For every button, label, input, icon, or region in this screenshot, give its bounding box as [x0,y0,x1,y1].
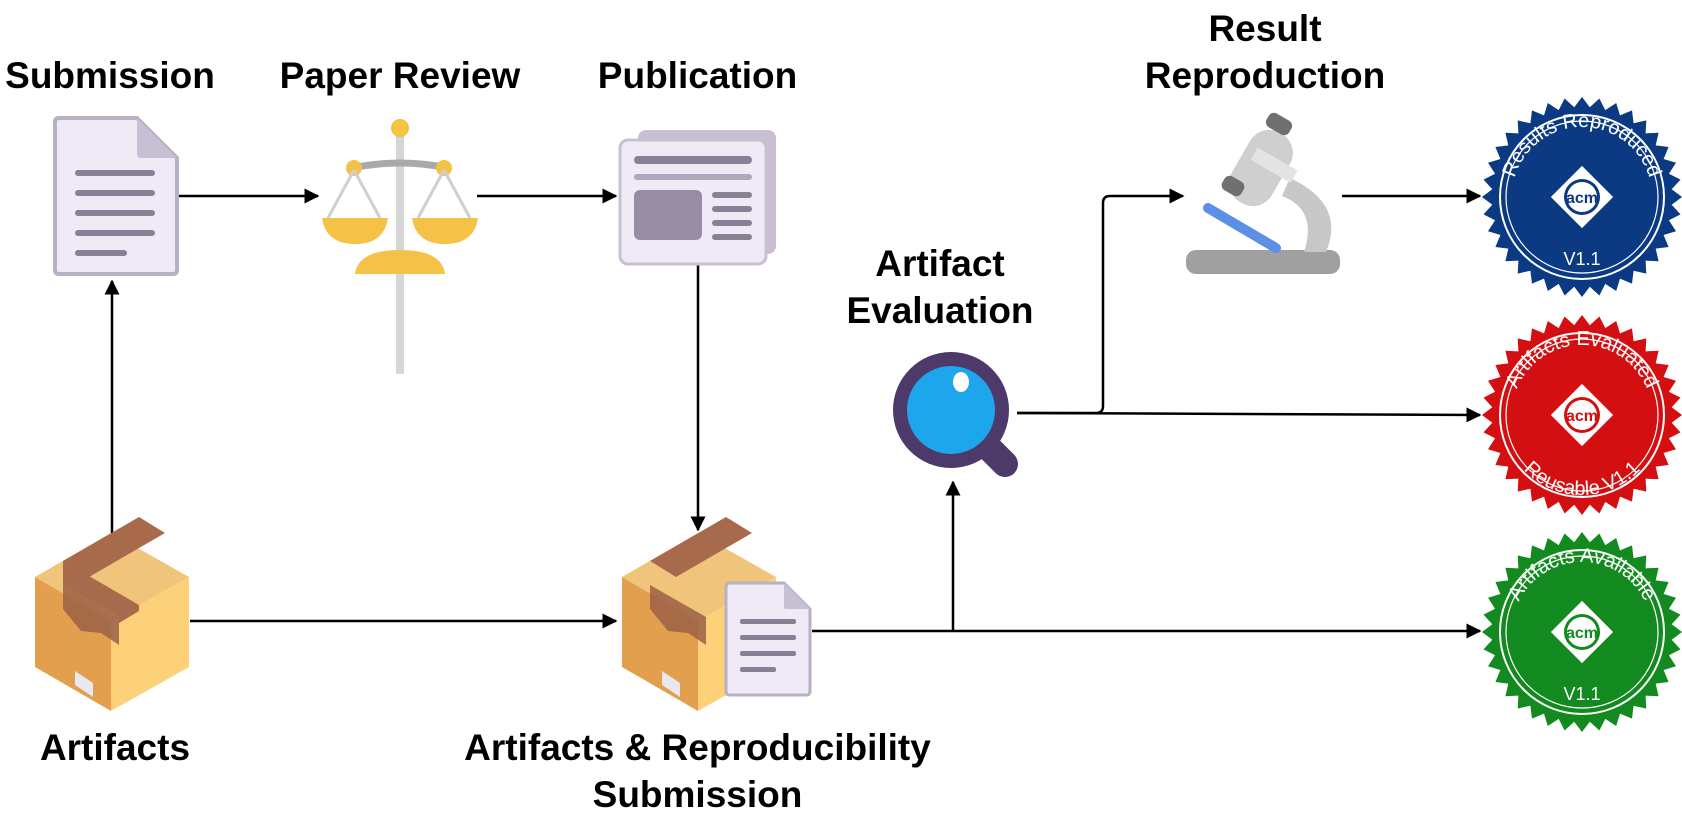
paper-review-label: Paper Review [270,52,530,99]
submission-label: Submission [0,52,220,99]
badge-version-text: V1.1 [1563,249,1600,269]
artifacts-available-badge: Artifacts Available acm V1.1 [1482,532,1682,732]
box-document-icon [622,517,812,711]
results-reproduced-badge: Results Reproduced acm V1.1 [1482,97,1682,297]
newspaper-icon [618,130,776,266]
publication-label: Publication [585,52,810,99]
ar-submission-line2: Submission [592,774,803,815]
submission-label-text: Submission [5,55,215,96]
arrow-evaluation-to-reproduction [1017,188,1185,415]
paper-review-label-text: Paper Review [279,55,521,96]
document-icon [53,116,179,276]
magnifier-icon [893,352,1018,477]
result-reproduction-line2: Reproduction [1144,55,1386,96]
acm-logo-text: acm [1566,625,1598,642]
artifacts-label: Artifacts [15,724,215,771]
connectors [104,188,1482,639]
acm-logo-text: acm [1566,190,1598,207]
scales-icon [322,119,478,374]
artifacts-label-text: Artifacts [39,727,191,768]
ar-submission-line1: Artifacts & Reproducibility [464,727,931,768]
publication-label-text: Publication [597,55,798,96]
box-icon [35,517,189,711]
microscope-icon [1186,112,1340,274]
result-reproduction-line1: Result [1208,8,1322,49]
artifact-evaluation-line1: Artifact [875,243,1005,284]
artifact-evaluation-label: Artifact Evaluation [830,240,1050,334]
result-reproduction-label: Result Reproduction [1120,5,1410,99]
badge-version-text: V1.1 [1563,684,1600,704]
artifacts-reusable-badge: Artifacts Evaluated Reusable V1.1 acm [1482,315,1682,515]
ar-submission-label: Artifacts & Reproducibility Submission [440,724,955,818]
acm-logo-text: acm [1566,408,1598,425]
artifact-evaluation-line2: Evaluation [846,290,1034,331]
